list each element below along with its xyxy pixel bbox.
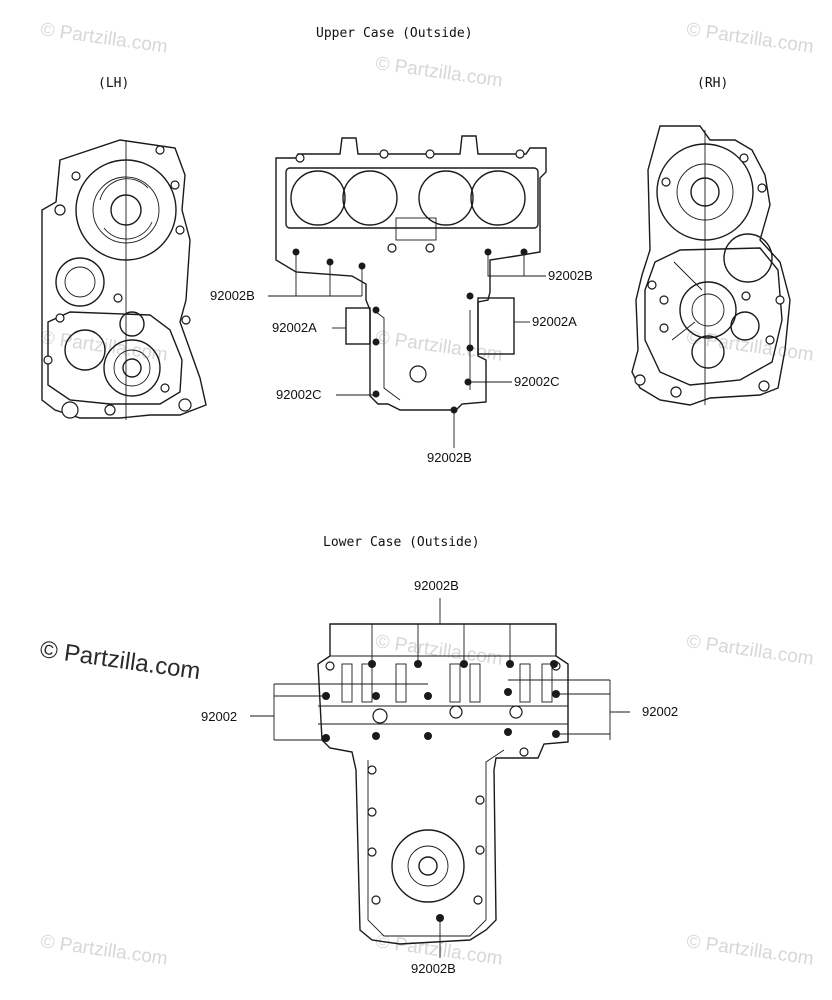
lh-case-drawing	[41, 139, 207, 420]
callout-92002a-upper-right: 92002A	[532, 314, 577, 329]
upper-case-title: Upper Case (Outside)	[316, 26, 473, 41]
upper-case-drawing	[268, 135, 547, 448]
callout-92002b-lower-top: 92002B	[414, 578, 459, 593]
callout-92002b-lower-bottom: 92002B	[411, 961, 456, 976]
callout-92002c-upper-right: 92002C	[514, 374, 560, 389]
callout-92002c-upper-left: 92002C	[276, 387, 322, 402]
rh-label: (RH)	[697, 76, 729, 91]
callout-92002b-upper-left: 92002B	[210, 288, 255, 303]
callout-92002a-upper-left: 92002A	[272, 320, 317, 335]
lower-case-drawing	[250, 598, 630, 958]
callout-92002-lower-right: 92002	[642, 704, 679, 719]
rh-case-drawing	[631, 125, 791, 406]
callout-92002-lower-left: 92002	[201, 709, 238, 724]
callout-92002b-upper-bottom: 92002B	[427, 450, 472, 465]
lower-case-title: Lower Case (Outside)	[323, 535, 480, 550]
callout-92002b-upper-right: 92002B	[548, 268, 593, 283]
lh-label: (LH)	[98, 76, 130, 91]
